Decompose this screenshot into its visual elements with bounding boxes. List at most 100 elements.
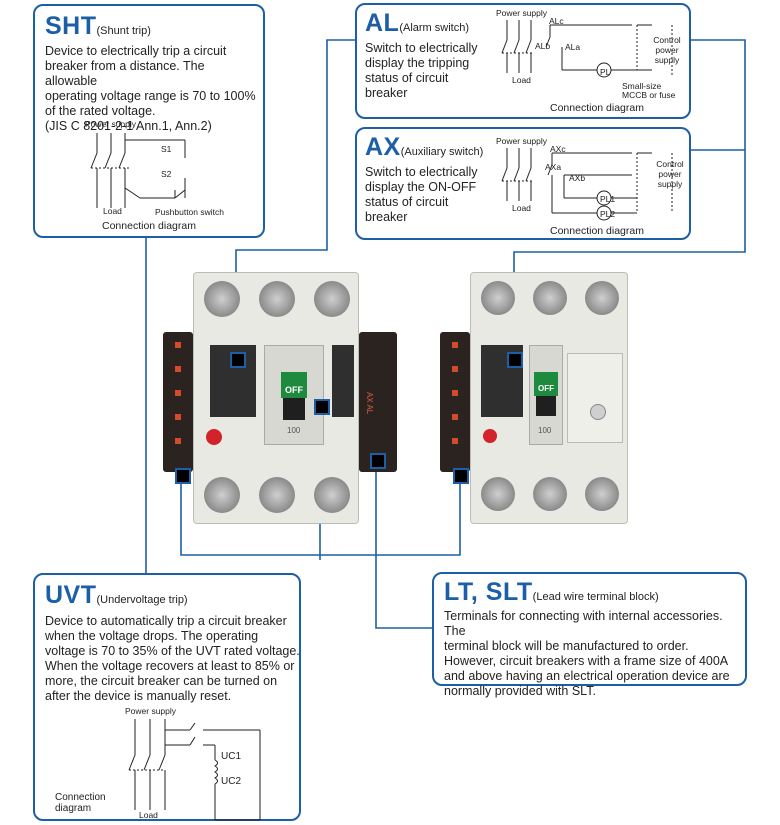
rb-top-terminal-1	[481, 281, 515, 315]
uvt-subtitle: (Undervoltage trip)	[96, 594, 188, 606]
ax-power-supply-label: Power supply	[496, 136, 548, 146]
sht-marker	[314, 399, 330, 415]
uvt-desc-1: Device to automatically trip a circuit b…	[45, 614, 287, 628]
sht-load-label: Load	[103, 206, 122, 216]
ax-pl1-label: PL1	[600, 194, 616, 204]
lt-connector-line	[375, 460, 432, 629]
uvt-marker	[175, 468, 191, 484]
ax-pl2-label: PL2	[600, 209, 616, 219]
lt-desc-2: terminal block will be manufactured to o…	[444, 639, 689, 653]
sht-desc-2: breaker from a distance. The allowable	[45, 59, 205, 88]
ax-desc-2: display the ON-OFF	[365, 180, 477, 194]
uvt-desc-5: more, the circuit breaker can be turned …	[45, 674, 278, 688]
uvt-panel: UVT(Undervoltage trip) Device to automat…	[33, 573, 301, 821]
bottom-terminal-3	[314, 477, 350, 513]
rb-reset-button[interactable]	[483, 429, 497, 443]
top-terminal-1	[204, 281, 240, 317]
ax-desc-4: breaker	[365, 210, 408, 224]
al-control-label: Control power supply	[653, 35, 681, 65]
al-alc-label: ALc	[549, 16, 564, 26]
right-side-block: AX AL	[359, 332, 397, 472]
ax-control-label: Control power supply	[656, 159, 684, 189]
uvt-desc-2: when the voltage drops. The operating	[45, 629, 259, 643]
right-breaker: OFF 100	[440, 272, 630, 524]
lt-panel: LT, SLT(Lead wire terminal block) Termin…	[432, 572, 747, 698]
lt-desc-3: However, circuit breakers with a frame s…	[444, 654, 729, 668]
ax-desc-3: status of circuit	[365, 195, 449, 209]
rb-bottom-terminal-1	[481, 477, 515, 511]
sht-caption: Connection diagram	[102, 220, 196, 232]
sht-s1-label: S1	[161, 144, 172, 154]
uvt-power-supply-label: Power supply	[125, 706, 177, 716]
rb-bottom-terminal-3	[585, 477, 619, 511]
al-load-label: Load	[512, 75, 531, 85]
sht-subtitle: (Shunt trip)	[96, 25, 151, 37]
sht-desc-5: (JIS C 8201-2-1 Ann.1, Ann.2)	[45, 119, 212, 133]
lt-code: LT, SLT	[444, 578, 533, 606]
lt-desc-1: Terminals for connecting with internal a…	[444, 609, 723, 638]
al-ala-label: ALa	[565, 42, 581, 52]
rb-top-terminal-3	[585, 281, 619, 315]
al-caption: Connection diagram	[550, 102, 644, 114]
lt-marker	[370, 453, 386, 469]
lt-subtitle: (Lead wire terminal block)	[532, 591, 659, 603]
uvt-load-label: Load	[139, 810, 158, 820]
top-terminal-3	[314, 281, 350, 317]
uvt-desc-3: voltage is 70 to 35% of the UVT rated vo…	[45, 644, 300, 658]
uvt-connection-diagram	[128, 719, 261, 821]
sht-power-supply-label: Power supply	[85, 119, 137, 129]
ax-axc-label: AXc	[550, 144, 566, 154]
ax-axb-label: AXb	[569, 173, 586, 183]
sht-desc-1: Device to electrically trip a circuit	[45, 44, 227, 58]
bottom-terminal-1	[204, 477, 240, 513]
sht-s2-label: S2	[161, 169, 172, 179]
bottom-terminal-2	[259, 477, 295, 513]
uvt-code: UVT	[45, 581, 97, 609]
al-connection-diagram	[501, 20, 673, 78]
sht-desc-3: operating voltage range is 70 to 100%	[45, 89, 256, 103]
al-power-supply-label: Power supply	[496, 8, 548, 18]
ax-subtitle: (Auxiliary switch)	[400, 146, 484, 158]
al-desc-2: display the tripping	[365, 56, 470, 70]
ax-caption: Connection diagram	[550, 225, 644, 237]
right-breaker-side-block	[440, 332, 470, 472]
sht-panel: SHT(Shunt trip) Device to electrically t…	[33, 4, 265, 238]
left-breaker-body: OFF 100	[193, 272, 359, 524]
uvt-desc-6: after the device is manually reset.	[45, 689, 232, 703]
ax-code: AX	[365, 133, 401, 161]
sht-connection-diagram	[90, 133, 186, 208]
left-breaker: AX AL OFF 100	[163, 272, 403, 524]
uvt-desc-4: When the voltage recovers at least to 85…	[45, 659, 295, 673]
off-label: OFF	[285, 385, 303, 395]
al-panel: AL(Alarm switch) Switch to electrically …	[355, 3, 691, 119]
uvt-uc2-label: UC2	[221, 776, 242, 787]
ax-panel: AX(Auxiliary switch) Switch to electrica…	[355, 127, 691, 240]
rb-bottom-terminal-2	[533, 477, 567, 511]
test-button[interactable]	[590, 404, 606, 420]
al-desc-4: breaker	[365, 86, 408, 100]
al-pl-label: PL	[600, 67, 611, 77]
ax-axa-label: AXa	[545, 162, 562, 172]
sht-pushbutton-label: Pushbutton switch	[155, 207, 224, 217]
rb-rating-label: 100	[538, 426, 552, 435]
reset-button[interactable]	[206, 429, 222, 445]
lt-desc-4: and above having an electrical operation…	[444, 669, 730, 683]
al-marker	[230, 352, 246, 368]
al-mccb-label: Small-size MCCB or fuse	[622, 81, 676, 100]
sht-code: SHT	[45, 12, 97, 40]
rb-on-off-handle[interactable]: OFF	[534, 372, 558, 396]
rb-top-terminal-2	[533, 281, 567, 315]
top-terminal-2	[259, 281, 295, 317]
al-code: AL	[365, 9, 400, 37]
uvt-caption-1: Connection	[55, 792, 106, 803]
al-subtitle: (Alarm switch)	[399, 22, 469, 34]
al-alb-label: ALb	[535, 41, 551, 51]
rb-elcb-panel	[567, 353, 623, 443]
rb-off-label: OFF	[538, 384, 554, 393]
left-side-block	[163, 332, 193, 472]
rb-uvt-marker	[453, 468, 469, 484]
on-off-handle[interactable]: OFF	[281, 372, 307, 398]
rb-handle-housing: OFF 100	[529, 345, 563, 445]
ax-connection-diagram	[501, 148, 673, 221]
uvt-uc1-label: UC1	[221, 751, 242, 762]
